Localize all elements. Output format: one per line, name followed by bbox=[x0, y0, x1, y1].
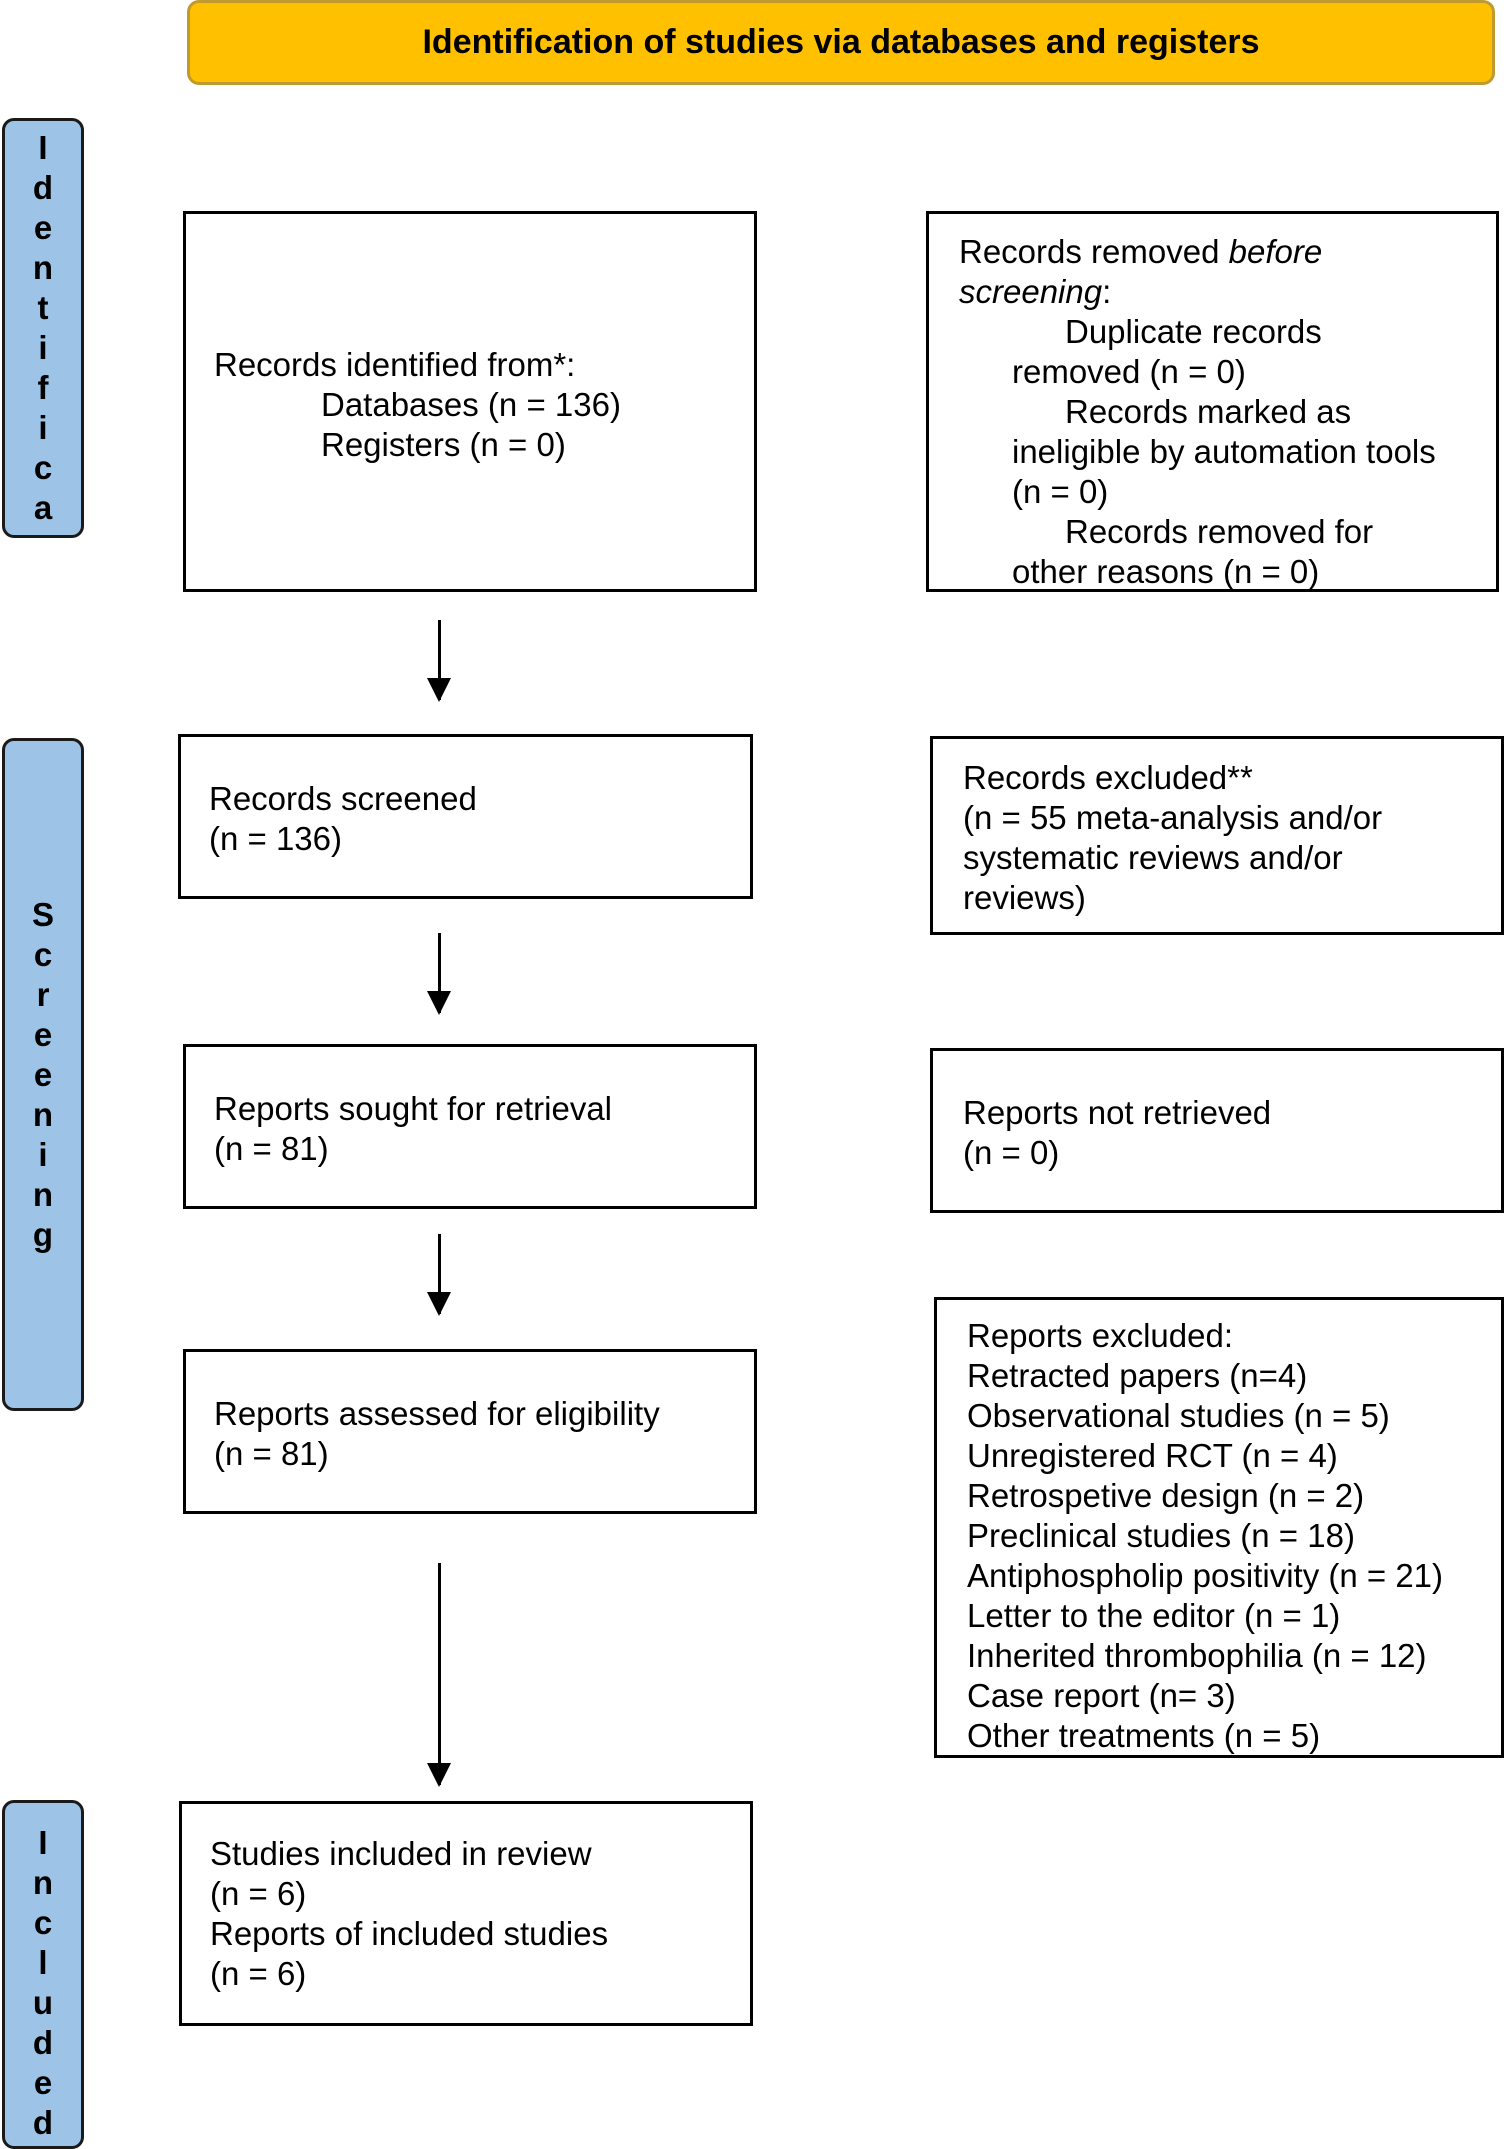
phase-letter: e bbox=[33, 1055, 53, 1093]
exclusion-reason: Observational studies (n = 5) bbox=[967, 1397, 1390, 1434]
studies-included-box: Studies included in review (n = 6) Repor… bbox=[179, 1801, 753, 2026]
exclusion-reason: Retrospetive design (n = 2) bbox=[967, 1477, 1365, 1514]
phase-letter: e bbox=[33, 2064, 53, 2101]
phase-letter: n bbox=[32, 1175, 54, 1213]
box-text: (n = 0) bbox=[963, 1134, 1060, 1171]
box-text: screening: bbox=[959, 273, 1112, 310]
phase-letter: e bbox=[33, 1015, 53, 1053]
flow-arrow bbox=[427, 1563, 451, 1787]
phase-letter: i bbox=[38, 409, 48, 446]
exclusion-reason: Letter to the editor (n = 1) bbox=[967, 1597, 1341, 1634]
phase-letter: r bbox=[36, 975, 50, 1013]
reports-not-retrieved-box: Reports not retrieved (n = 0) bbox=[930, 1048, 1504, 1213]
phase-letter: c bbox=[33, 1904, 53, 1941]
box-text: other reasons (n = 0) bbox=[1012, 553, 1320, 590]
phase-letter: l bbox=[38, 1944, 48, 1981]
box-text: Reports assessed for eligibility bbox=[214, 1395, 660, 1432]
phase-letter: n bbox=[32, 1864, 54, 1901]
flow-arrow bbox=[427, 933, 451, 1015]
box-text: Records removed before bbox=[959, 233, 1323, 270]
box-text: Duplicate records bbox=[1065, 313, 1322, 350]
box-text: Records screened bbox=[209, 780, 477, 817]
diagram-header: Identification of studies via databases … bbox=[187, 0, 1495, 85]
box-text: (n = 6) bbox=[210, 1955, 307, 1992]
exclusion-reason: Case report (n= 3) bbox=[967, 1677, 1236, 1714]
box-text: systematic reviews and/or bbox=[963, 839, 1343, 876]
phase-letter: c bbox=[33, 935, 53, 973]
records-screened-box: Records screened (n = 136) bbox=[178, 734, 753, 899]
box-text: ineligible by automation tools bbox=[1012, 433, 1436, 470]
box-text: Studies included in review bbox=[210, 1835, 592, 1872]
phase-letter: I bbox=[38, 129, 48, 166]
phase-letter: I bbox=[38, 1824, 48, 1861]
box-text: Records excluded** bbox=[963, 759, 1253, 796]
box-text: (n = 55 meta-analysis and/or bbox=[963, 799, 1383, 836]
phase-letter: S bbox=[31, 895, 54, 933]
phase-letter: f bbox=[37, 369, 49, 406]
phase-letter: d bbox=[32, 2024, 54, 2061]
header-title: Identification of studies via databases … bbox=[422, 23, 1260, 61]
exclusion-reason: Other treatments (n = 5) bbox=[967, 1717, 1321, 1754]
box-text: (n = 6) bbox=[210, 1875, 307, 1912]
reports-excluded-box: Reports excluded: Retracted papers (n=4)… bbox=[934, 1297, 1504, 1758]
exclusion-reason: Retracted papers (n=4) bbox=[967, 1357, 1308, 1394]
exclusion-reason: Inherited thrombophilia (n = 12) bbox=[967, 1637, 1427, 1674]
phase-letter: c bbox=[33, 449, 53, 486]
records-removed-box: Records removed before screening: Duplic… bbox=[926, 211, 1499, 592]
phase-screening: S c r e e n i n g bbox=[2, 738, 84, 1411]
records-excluded-box: Records excluded** (n = 55 meta-analysis… bbox=[930, 736, 1504, 935]
flow-arrow bbox=[427, 620, 451, 702]
reports-assessed-box: Reports assessed for eligibility (n = 81… bbox=[183, 1349, 757, 1514]
exclusion-reason: Antiphospholip positivity (n = 21) bbox=[967, 1557, 1444, 1594]
box-text: removed (n = 0) bbox=[1012, 353, 1246, 390]
phase-letter: d bbox=[32, 2104, 54, 2141]
phase-letter: a bbox=[33, 489, 53, 526]
records-identified-box: Records identified from*: Databases (n =… bbox=[183, 211, 757, 592]
phase-letter: u bbox=[32, 1984, 54, 2021]
box-text: reviews) bbox=[963, 879, 1086, 916]
phase-letter: g bbox=[32, 1215, 54, 1253]
phase-letter: n bbox=[32, 249, 54, 286]
box-text: (n = 81) bbox=[214, 1435, 329, 1472]
box-text: Records marked as bbox=[1065, 393, 1352, 430]
phase-letter: t bbox=[37, 289, 49, 326]
box-text: (n = 136) bbox=[209, 820, 342, 857]
box-text: Registers (n = 0) bbox=[321, 426, 566, 463]
box-text: Reports sought for retrieval bbox=[214, 1090, 613, 1127]
flow-arrow bbox=[427, 1234, 451, 1316]
phase-identification: I d e n t i f i c a bbox=[2, 118, 84, 538]
phase-included: I n c l u d e d bbox=[2, 1800, 84, 2149]
box-text: Databases (n = 136) bbox=[321, 386, 621, 423]
box-text: Reports of included studies bbox=[210, 1915, 609, 1952]
phase-letter: i bbox=[38, 329, 48, 366]
exclusion-reason: Unregistered RCT (n = 4) bbox=[967, 1437, 1338, 1474]
box-text: Reports excluded: bbox=[967, 1317, 1233, 1354]
phase-letter: d bbox=[32, 169, 54, 206]
box-text: (n = 81) bbox=[214, 1130, 329, 1167]
box-text: (n = 0) bbox=[1012, 473, 1109, 510]
phase-letter: e bbox=[33, 209, 53, 246]
box-text: Records removed for bbox=[1065, 513, 1374, 550]
phase-letter: n bbox=[32, 1095, 54, 1133]
reports-sought-box: Reports sought for retrieval (n = 81) bbox=[183, 1044, 757, 1209]
box-text: Records identified from*: bbox=[214, 346, 576, 383]
exclusion-reason: Preclinical studies (n = 18) bbox=[967, 1517, 1355, 1554]
phase-letter: i bbox=[38, 1135, 48, 1173]
box-text: Reports not retrieved bbox=[963, 1094, 1272, 1131]
